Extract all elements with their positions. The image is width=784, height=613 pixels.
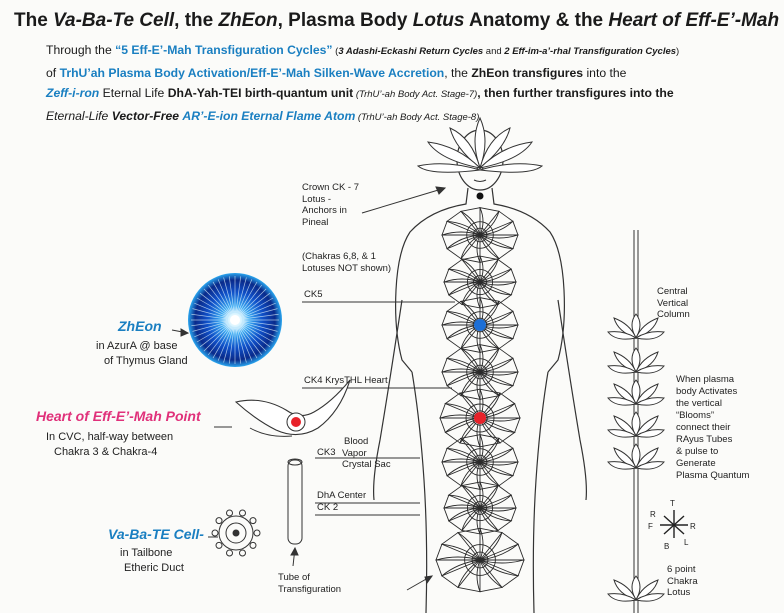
tube-of-transfiguration xyxy=(287,458,303,545)
page-title: The Va-Ba-Te Cell, the ZhEon, Plasma Bod… xyxy=(14,10,780,31)
ck4-red-point xyxy=(474,412,486,424)
central-vertical-column xyxy=(607,230,665,613)
ck3-label: CK3 xyxy=(317,447,336,458)
column-lotus-flower xyxy=(607,313,665,340)
compass-f: F xyxy=(648,522,653,531)
column-lotus-flower xyxy=(607,411,665,438)
compass-l: L xyxy=(684,538,689,547)
column-lotus-flower xyxy=(607,575,665,602)
heart-point-swirl xyxy=(234,379,351,437)
ck5-blue-point xyxy=(474,319,486,331)
compass-symbol xyxy=(660,510,688,538)
column-lotus-flower xyxy=(607,379,665,406)
vabate-title: Va-Ba-TE Cell- xyxy=(108,526,204,542)
ck4-label: CK4 KrysTHL Heart xyxy=(304,375,388,386)
compass-r2: R xyxy=(690,522,696,531)
dha-center-label: DhA Center xyxy=(317,490,367,501)
blood-label: Blood xyxy=(344,436,369,447)
compass-b: B xyxy=(664,542,670,551)
zheon-title: ZhEon xyxy=(118,318,162,334)
chakra-lotus xyxy=(443,481,517,535)
crown-leader xyxy=(361,187,446,214)
crystal-sac-label: Crystal Sac xyxy=(342,459,391,470)
crown-lotus xyxy=(416,116,544,173)
vabate-cell-symbol xyxy=(211,509,261,557)
ck2-label: CK 2 xyxy=(317,502,339,513)
intro-paragraph: Through the “5 Eff-E’-Mah Transfiguratio… xyxy=(46,43,680,123)
ck5-label: CK5 xyxy=(304,289,323,300)
zheon-orb xyxy=(188,273,282,367)
compass-r1: R xyxy=(650,510,656,519)
chakra-lotus xyxy=(441,434,519,490)
chakra-lotus xyxy=(435,527,525,593)
column-lotus-flower xyxy=(607,443,665,470)
chakra-lotus xyxy=(441,207,519,263)
compass-t: T xyxy=(670,499,675,508)
heart-title: Heart of Eff-E’-Mah Point xyxy=(36,408,201,424)
vapor-label: Vapor xyxy=(342,448,367,459)
pineal-dot xyxy=(476,192,484,200)
column-lotus-flower xyxy=(607,347,665,374)
